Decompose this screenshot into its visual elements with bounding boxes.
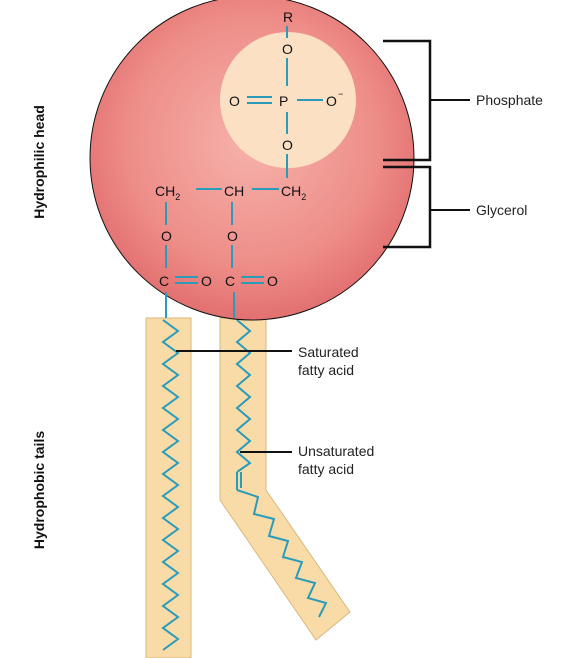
hydrophobic-tails-label: Hydrophobic tails bbox=[31, 431, 47, 549]
glycerol-sub-left: 2 bbox=[175, 192, 180, 202]
glycerol-ch2-right: CH2 bbox=[281, 183, 306, 202]
ester-o-left: O bbox=[161, 228, 172, 244]
phosphate-group-circle bbox=[220, 32, 356, 168]
unsaturated-label-line1: Unsaturated bbox=[298, 443, 374, 459]
glycerol-sub-right: 2 bbox=[301, 192, 306, 202]
phosphate-label: Phosphate bbox=[476, 92, 543, 108]
hydrophobic-tails bbox=[145, 317, 351, 658]
atom-o-double: O bbox=[229, 93, 240, 109]
saturated-label-line1: Saturated bbox=[298, 344, 359, 360]
glycerol-c-right: C bbox=[281, 183, 291, 199]
carbonyl-o-right: O bbox=[267, 273, 278, 289]
unsaturated-chain-upper bbox=[235, 319, 252, 473]
atom-p: P bbox=[279, 93, 288, 109]
glycerol-h-right: H bbox=[291, 183, 301, 199]
glycerol-c-left: C bbox=[155, 183, 165, 199]
glycerol-ch: CH bbox=[224, 183, 244, 199]
phosphate-bracket bbox=[383, 39, 470, 162]
hydrophilic-head-label: Hydrophilic head bbox=[31, 105, 47, 219]
saturated-label-line2: fatty acid bbox=[298, 362, 354, 378]
unsaturated-label-line2: fatty acid bbox=[298, 461, 354, 477]
atom-r: R bbox=[283, 9, 293, 25]
carbonyl-c-right: C bbox=[225, 273, 235, 289]
atom-o-negative: O bbox=[326, 93, 337, 109]
cis-double-bond bbox=[236, 472, 242, 490]
atom-o-bridge: O bbox=[282, 137, 293, 153]
ester-o-right: O bbox=[227, 228, 238, 244]
atom-o-top: O bbox=[282, 41, 293, 57]
carbonyl-o-left: O bbox=[201, 273, 212, 289]
saturated-chain bbox=[161, 319, 180, 651]
glycerol-ch2-left: CH2 bbox=[155, 183, 180, 202]
glycerol-h-left: H bbox=[165, 183, 175, 199]
chemical-structure: R O O P O − O CH2 CH CH2 O O C bbox=[155, 9, 343, 318]
unsaturated-chain-lower bbox=[236, 489, 328, 618]
glycerol-label: Glycerol bbox=[476, 202, 527, 218]
negative-charge: − bbox=[338, 89, 343, 99]
carbonyl-c-left: C bbox=[159, 273, 169, 289]
glycerol-bracket bbox=[383, 165, 470, 249]
